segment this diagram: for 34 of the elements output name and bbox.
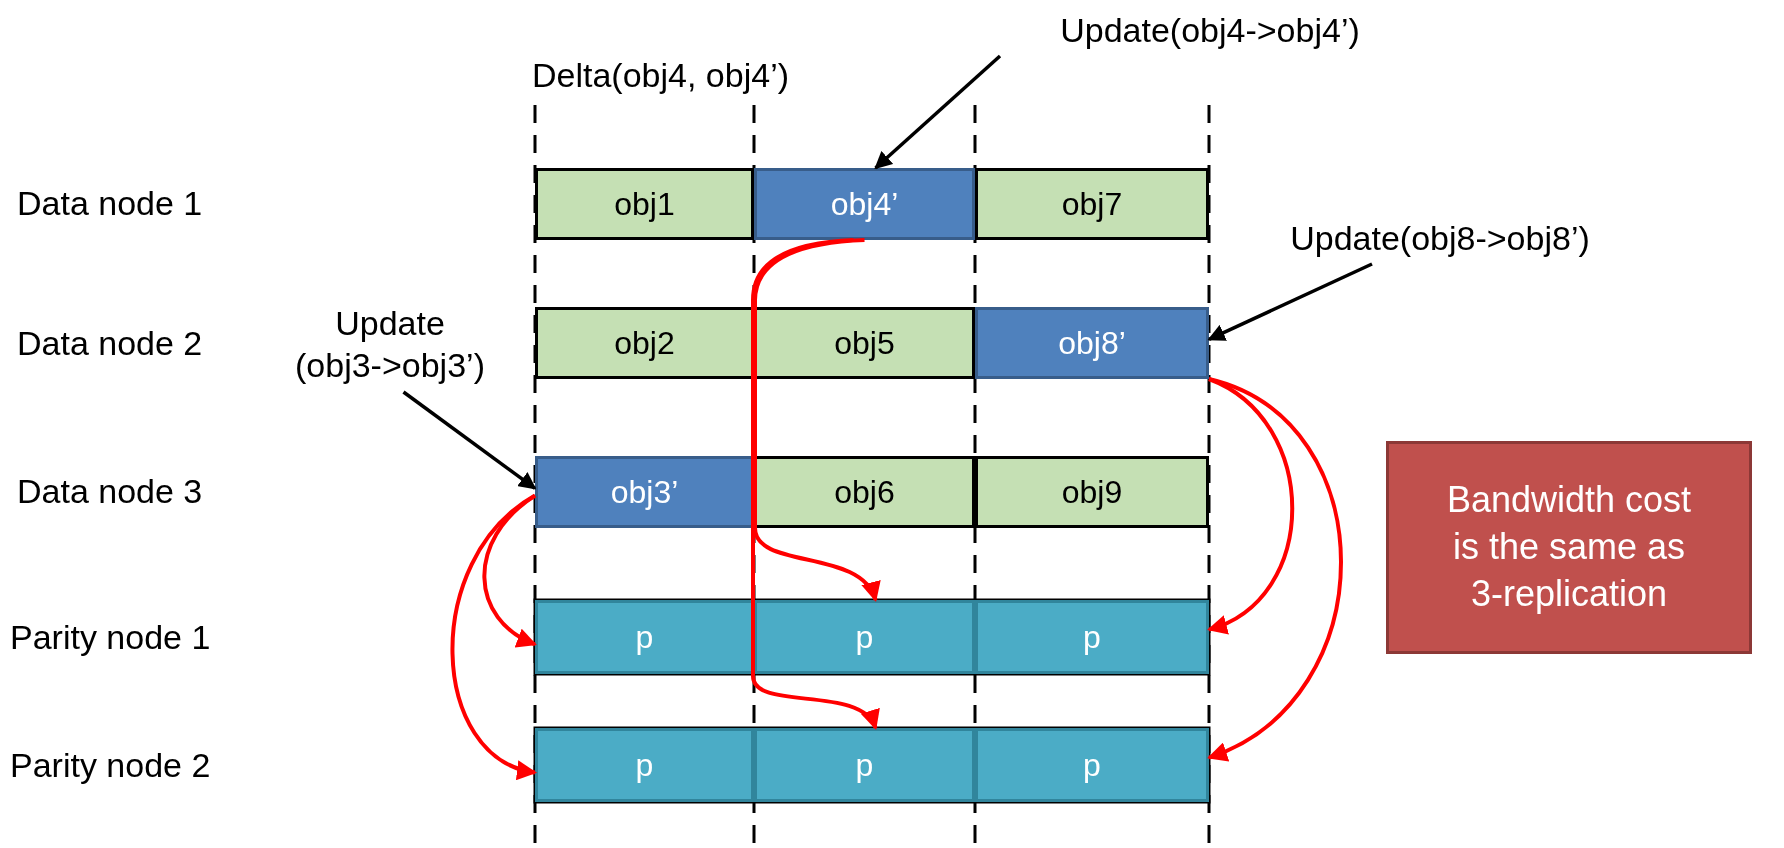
callout-box: Bandwidth cost is the same as 3-replication	[1386, 441, 1752, 654]
arrow	[753, 238, 878, 602]
update-note: Update (obj3->obj3’)	[255, 296, 525, 392]
data-object-cell: obj7	[975, 168, 1209, 240]
updated-object-cell: obj4’	[754, 168, 975, 240]
update-note: Update(obj8->obj8’)	[1270, 212, 1610, 264]
arrow	[402, 390, 537, 490]
row-label: Parity node 1	[10, 617, 211, 658]
arrow	[1207, 377, 1295, 633]
arrow	[1207, 377, 1343, 760]
arrow	[874, 54, 1002, 170]
parity-cell: p	[535, 728, 754, 802]
parity-cell: p	[754, 728, 975, 802]
data-object-cell: obj6	[754, 456, 975, 528]
updated-object-cell: obj3’	[535, 456, 754, 528]
updated-object-cell: obj8’	[975, 307, 1209, 379]
data-object-cell: obj5	[754, 307, 975, 379]
parity-cell: p	[535, 600, 754, 674]
delta-label: Delta(obj4, obj4’)	[532, 55, 790, 96]
parity-cell: p	[754, 600, 975, 674]
row-label: Parity node 2	[10, 745, 211, 786]
row-label: Data node 3	[17, 471, 203, 512]
update-note: Update(obj4->obj4’)	[1000, 4, 1420, 56]
arrow	[450, 493, 537, 778]
data-object-cell: obj1	[535, 168, 754, 240]
row-label: Data node 2	[17, 323, 203, 364]
parity-cell: p	[975, 728, 1209, 802]
parity-cell: p	[975, 600, 1209, 674]
row-label: Data node 1	[17, 183, 203, 224]
data-object-cell: obj9	[975, 456, 1209, 528]
arrow	[1207, 262, 1373, 341]
data-object-cell: obj2	[535, 307, 754, 379]
arrow	[482, 494, 537, 647]
arrow	[751, 238, 878, 730]
